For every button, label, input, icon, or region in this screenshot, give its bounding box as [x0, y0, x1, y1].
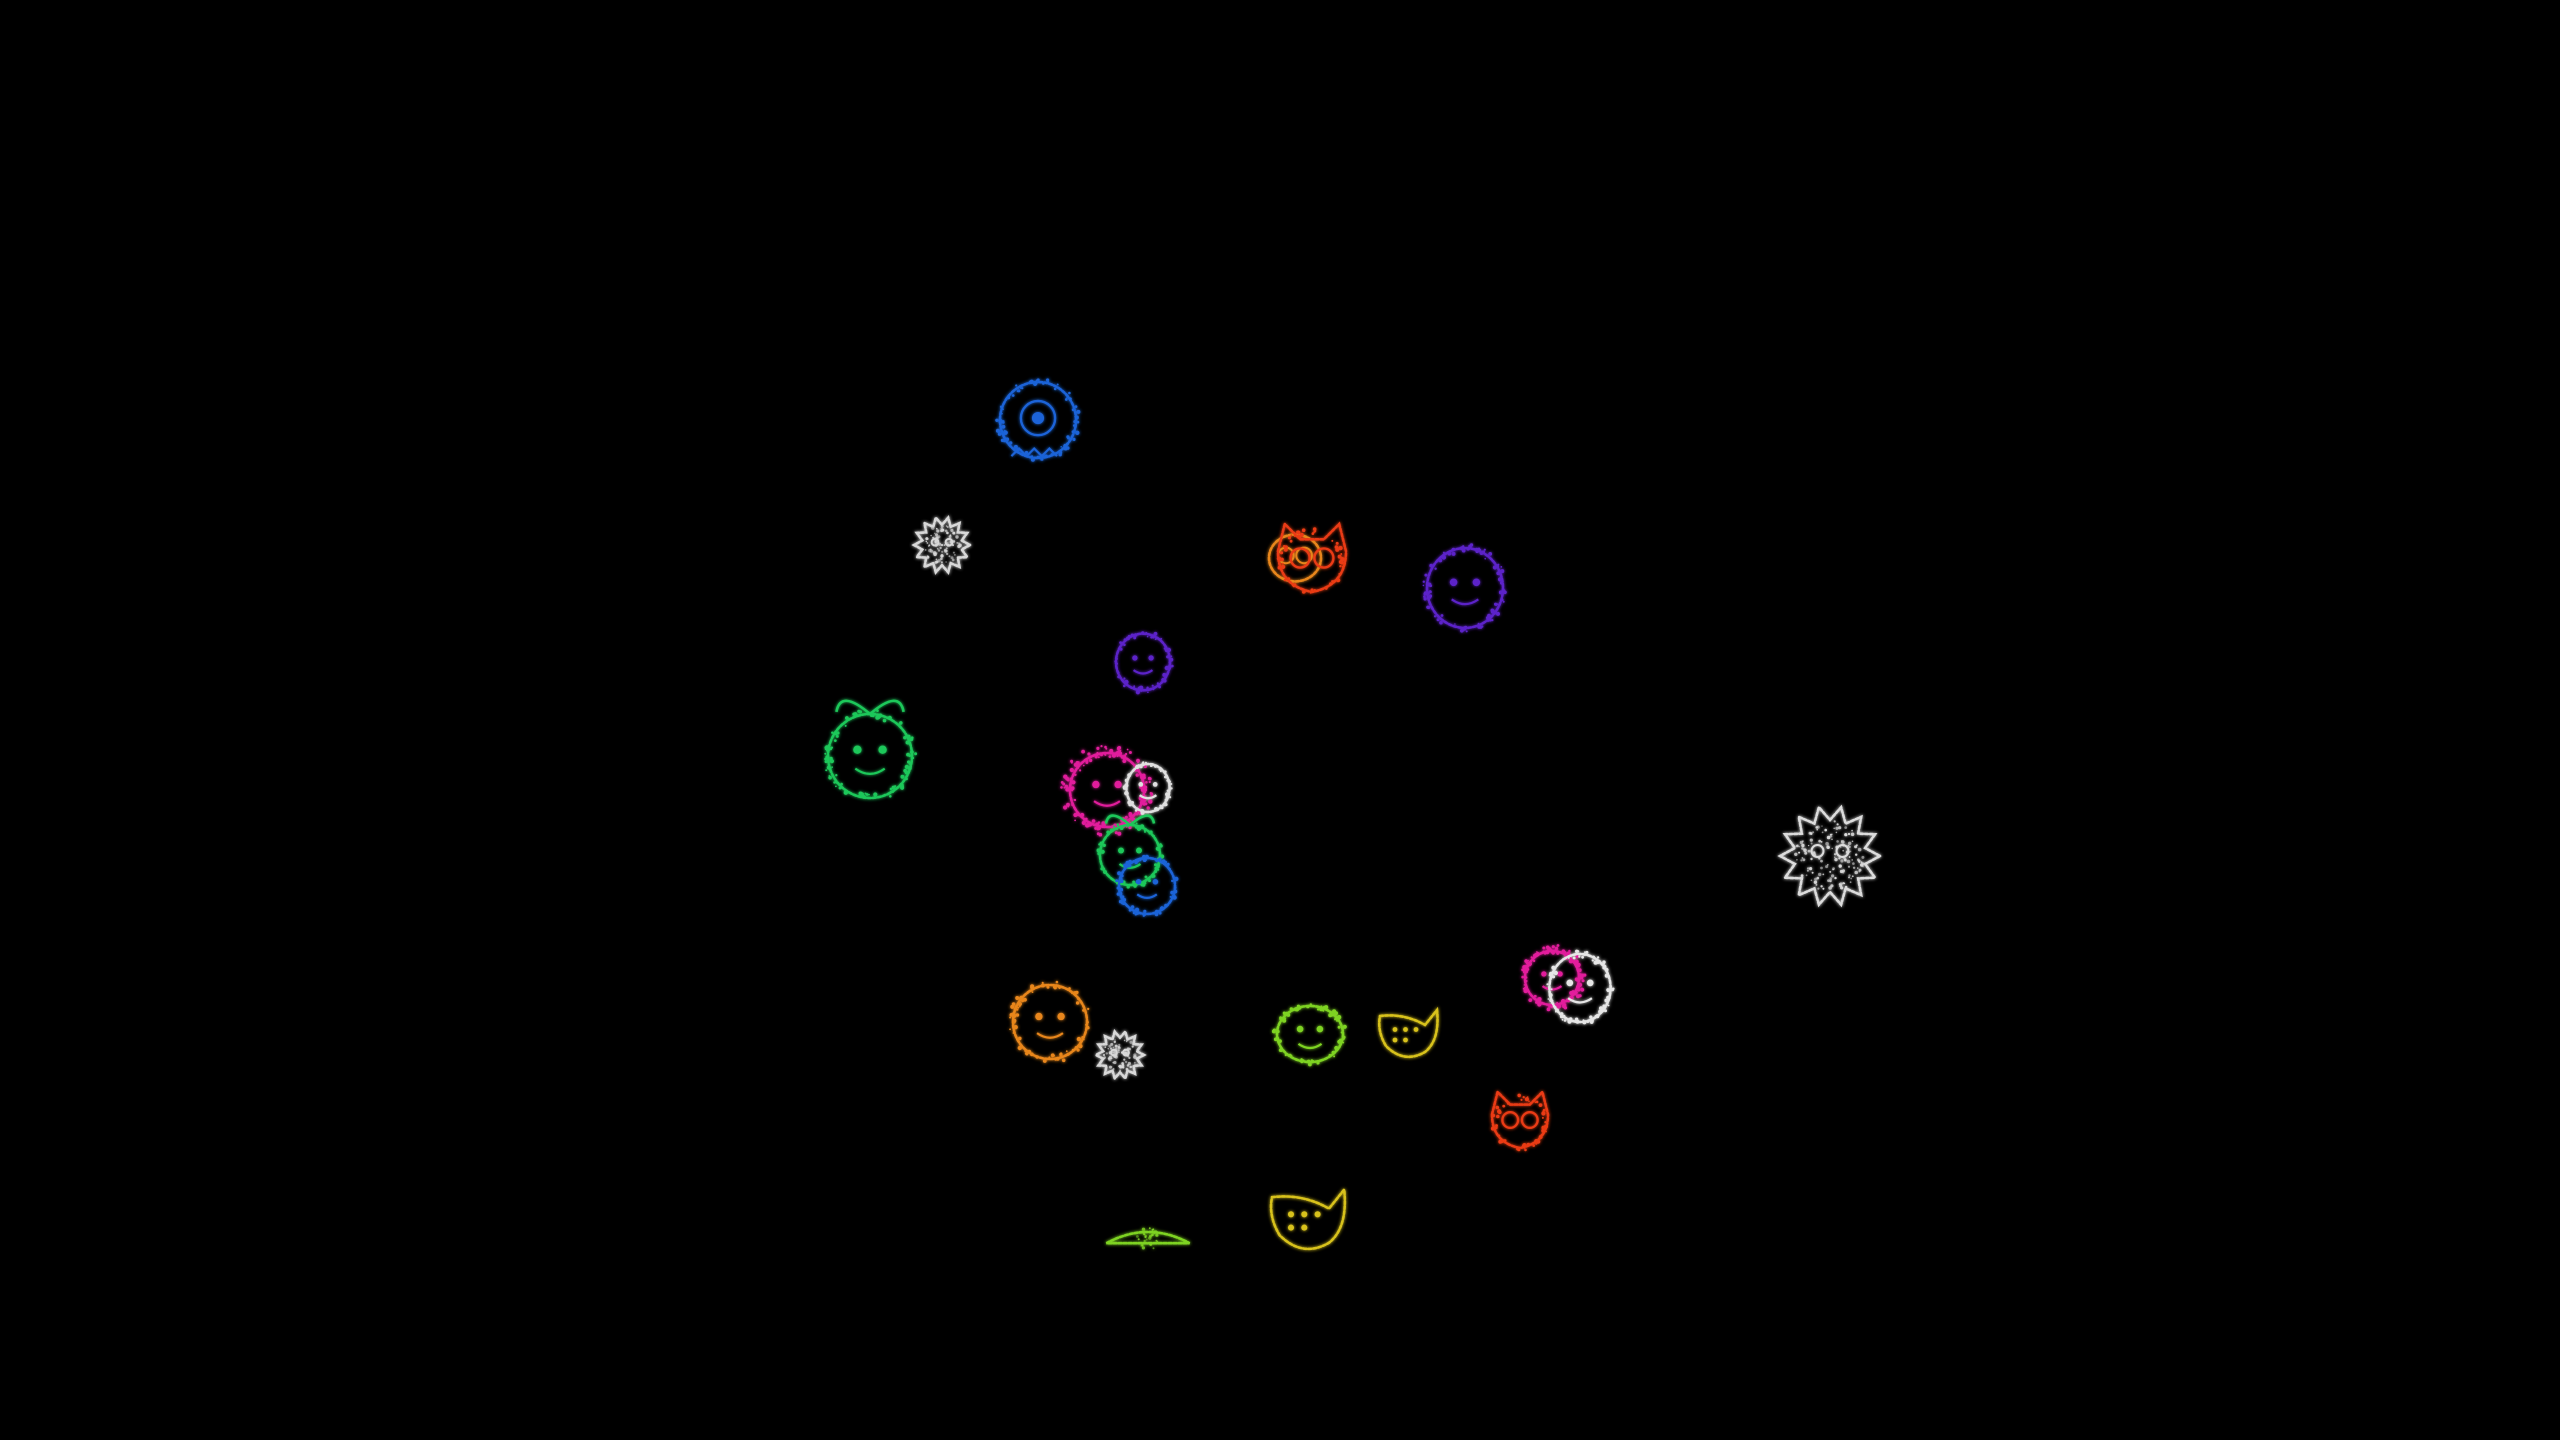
red-cat-mask-sprite[interactable]: [1276, 521, 1348, 594]
purple-skull-large-sprite[interactable]: [1422, 543, 1507, 633]
lime-partial-blob-sprite[interactable]: [1105, 1227, 1191, 1250]
blue-round-small-sprite[interactable]: [1115, 854, 1179, 917]
green-sprout-blob-sprite[interactable]: [824, 699, 918, 800]
white-spiky-small-1-sprite[interactable]: [911, 515, 973, 575]
red-cat-mask-small-sprite[interactable]: [1490, 1089, 1550, 1152]
yellow-ocarina-small-sprite[interactable]: [1377, 1006, 1439, 1059]
lime-oval-face-sprite[interactable]: [1271, 1003, 1347, 1067]
yellow-ocarina-large-sprite[interactable]: [1269, 1186, 1347, 1251]
orange-round-face-sprite[interactable]: [1009, 980, 1090, 1063]
white-ghost-small-sprite[interactable]: [1122, 761, 1173, 815]
white-ghost-large-sprite[interactable]: [1546, 949, 1615, 1025]
green-sprout-small-sprite[interactable]: [1096, 814, 1165, 889]
magenta-fuzzball-small-sprite[interactable]: [1521, 944, 1587, 1012]
white-spiky-small-2-sprite[interactable]: [1093, 1028, 1147, 1082]
purple-skull-small-sprite[interactable]: [1114, 631, 1174, 695]
blue-eye-creature-sprite[interactable]: [995, 378, 1081, 462]
white-spiky-large-sprite[interactable]: [1777, 804, 1883, 908]
